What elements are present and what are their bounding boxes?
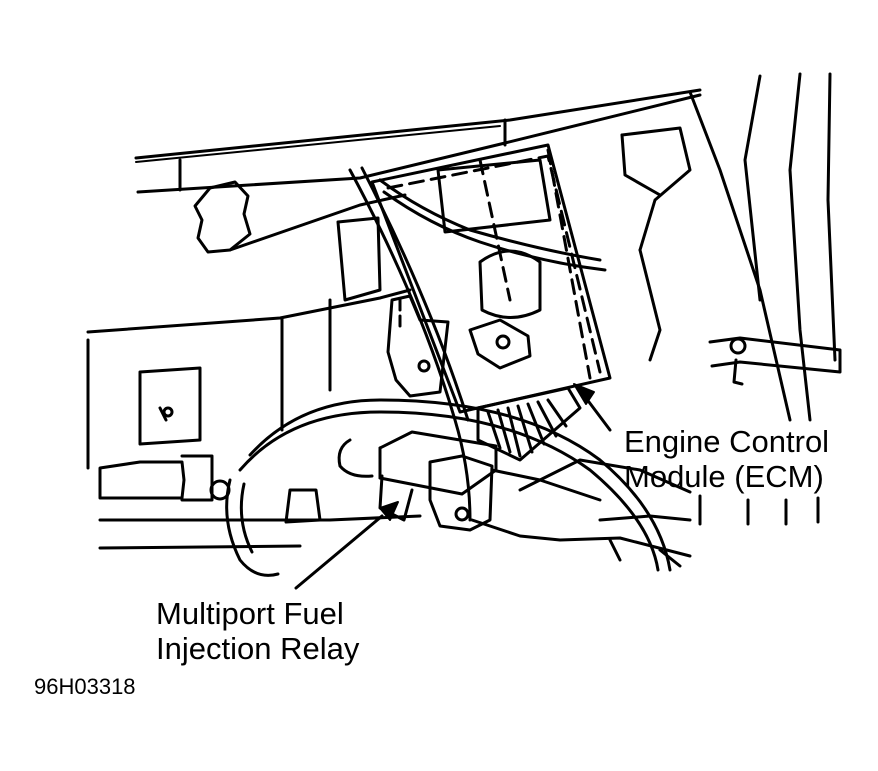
right-ticks — [698, 494, 820, 526]
hood-hinge — [193, 180, 407, 254]
ecm-leader-arrow — [573, 383, 612, 432]
fender-panel — [620, 72, 837, 422]
firewall-rail — [86, 216, 412, 470]
relay-leader-arrow — [294, 501, 399, 590]
cowl-panel — [134, 88, 702, 194]
ecm-callout-label: Engine Control Module (ECM) — [624, 424, 829, 494]
relay-callout-line-2: Injection Relay — [156, 631, 360, 667]
figure-code: 96H03318 — [34, 674, 136, 699]
right-bracket — [708, 336, 842, 386]
ecm-connector — [476, 386, 582, 462]
relay-callout-line-1: Multiport Fuel — [156, 596, 344, 631]
ecm-box — [370, 143, 612, 414]
relay-body — [337, 430, 602, 532]
ecm-callout-line-2: Module (ECM) — [624, 459, 824, 495]
relay-callout-label: Multiport Fuel Injection Relay — [156, 596, 359, 666]
ecm-callout-line-1: Engine Control — [624, 424, 830, 459]
